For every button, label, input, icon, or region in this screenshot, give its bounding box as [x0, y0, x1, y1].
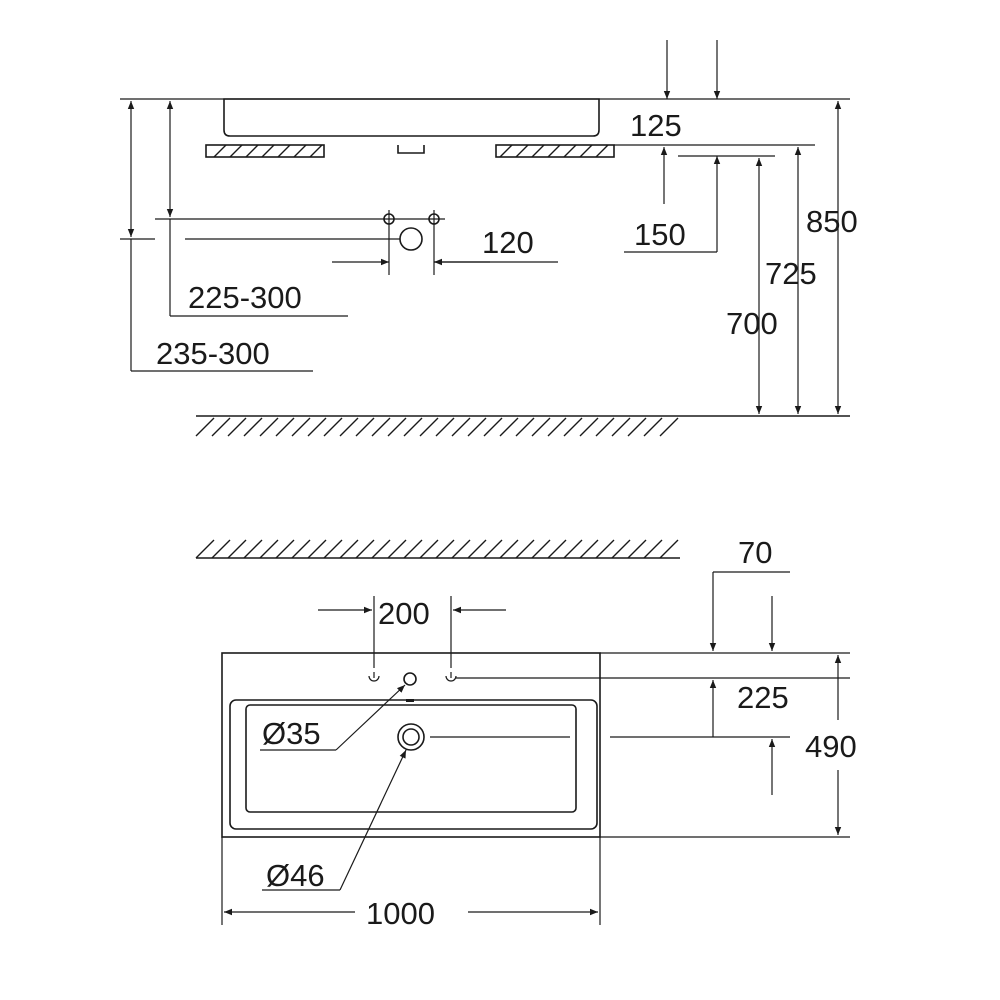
dim-700: 700 [726, 158, 778, 414]
drain-stub [397, 145, 425, 154]
dim-700-label: 700 [726, 306, 778, 341]
dim-200: 200 [318, 596, 506, 668]
dim-125: 125 [630, 40, 721, 143]
basin-side-profile [120, 98, 850, 137]
dim-225: 225 [709, 680, 789, 795]
dim-dia-46-label: Ø46 [266, 858, 325, 893]
dim-235-300: 235-300 [120, 101, 313, 372]
dim-225-300-label: 225-300 [188, 280, 302, 315]
dim-70-label: 70 [738, 535, 772, 570]
drain-outlet [397, 723, 790, 751]
wall-line [195, 539, 680, 559]
dim-725: 725 [765, 147, 817, 414]
top-view: 200 70 225 490 1000 [195, 535, 857, 931]
dim-1000-label: 1000 [366, 896, 435, 931]
dim-200-label: 200 [378, 596, 430, 631]
dim-150: 150 [624, 147, 775, 253]
dim-125-label: 125 [630, 108, 682, 143]
dim-120-label: 120 [482, 225, 534, 260]
dim-225-label: 225 [737, 680, 789, 715]
floor-line [195, 415, 850, 437]
dim-490-label: 490 [805, 729, 857, 764]
wall-bracket-left [205, 144, 325, 158]
dim-850-label: 850 [806, 204, 858, 239]
dim-120: 120 [332, 225, 558, 266]
dim-235-300-label: 235-300 [156, 336, 270, 371]
side-view: 125 150 850 725 700 [120, 40, 858, 437]
dim-dia-35-label: Ø35 [262, 716, 321, 751]
wall-bracket-right [495, 144, 615, 158]
dim-70: 70 [709, 535, 790, 651]
supply-symbol [155, 210, 445, 275]
dim-dia-46: Ø46 [262, 749, 407, 893]
dim-225-300: 225-300 [166, 101, 348, 317]
dim-dia-35: Ø35 [260, 684, 406, 751]
dim-490: 490 [805, 655, 857, 835]
dim-1000: 1000 [221, 837, 601, 931]
dim-850: 850 [806, 101, 858, 414]
dim-725-label: 725 [765, 256, 817, 291]
dim-150-label: 150 [634, 217, 686, 252]
tap-holes [368, 672, 850, 702]
